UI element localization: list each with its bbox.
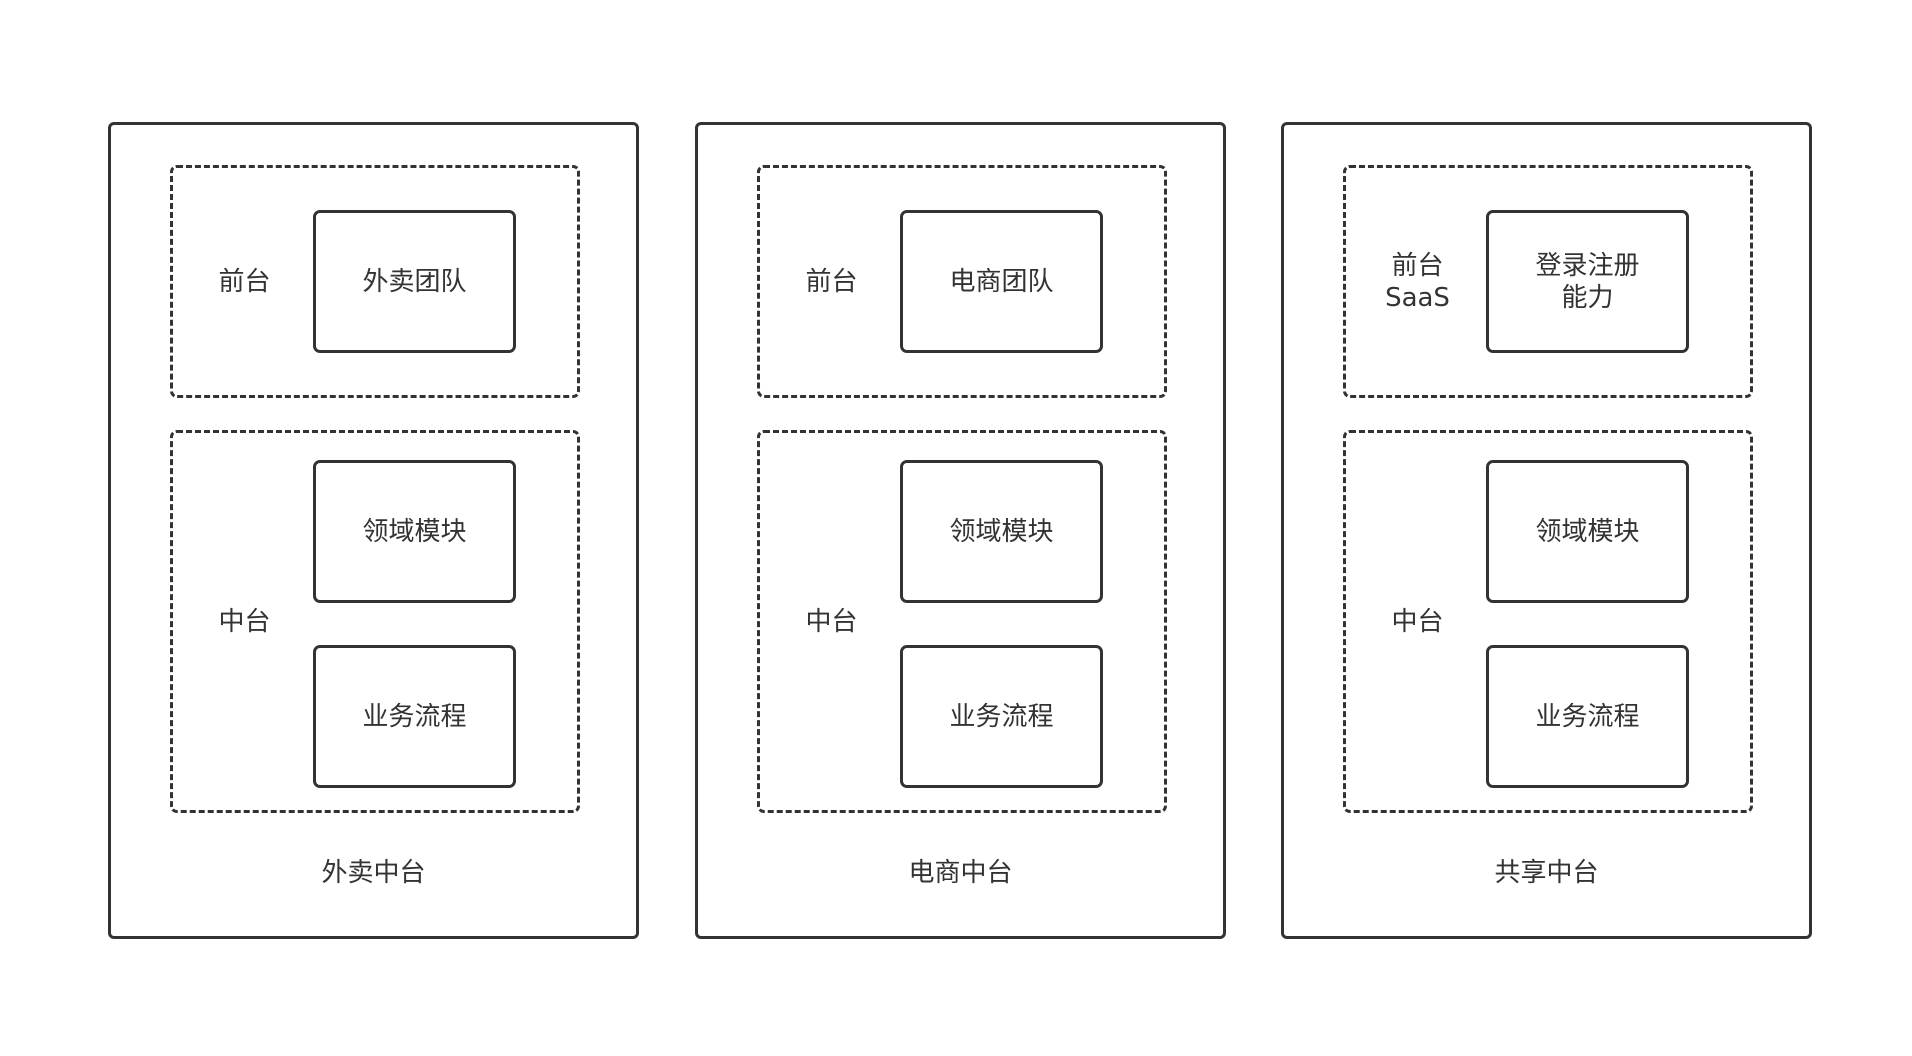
front-layer-label: 前台 [218,266,271,297]
middle-layer-label: 中台 [1391,606,1444,637]
panel-title: 电商中台 [908,858,1013,888]
business-process-box: 业务流程 [900,645,1103,788]
front-layer-group: 前台 外卖团队 [170,165,580,398]
middle-layer-group: 中台 领域模块 业务流程 [170,430,580,813]
panel-title: 共享中台 [1494,858,1599,888]
front-team-box: 外卖团队 [313,210,516,353]
front-layer-label: 前台 SaaS [1385,250,1450,313]
middle-layer-label: 中台 [805,606,858,637]
front-layer-group: 前台 SaaS 登录注册 能力 [1343,165,1753,398]
panel-takeout-platform: 前台 外卖团队 中台 领域模块 业务流程 外卖中台 [108,122,639,939]
business-process-box: 业务流程 [1486,645,1689,788]
domain-module-box: 领域模块 [313,460,516,603]
middle-layer-label: 中台 [218,606,271,637]
panel-shared-platform: 前台 SaaS 登录注册 能力 中台 领域模块 业务流程 共享中台 [1281,122,1812,939]
business-process-box: 业务流程 [313,645,516,788]
login-register-box: 登录注册 能力 [1486,210,1689,353]
panel-title: 外卖中台 [321,858,426,888]
front-layer-label: 前台 [805,266,858,297]
front-layer-group: 前台 电商团队 [757,165,1167,398]
middle-layer-group: 中台 领域模块 业务流程 [757,430,1167,813]
front-team-box: 电商团队 [900,210,1103,353]
panel-ecommerce-platform: 前台 电商团队 中台 领域模块 业务流程 电商中台 [695,122,1226,939]
domain-module-box: 领域模块 [1486,460,1689,603]
middle-layer-group: 中台 领域模块 业务流程 [1343,430,1753,813]
domain-module-box: 领域模块 [900,460,1103,603]
